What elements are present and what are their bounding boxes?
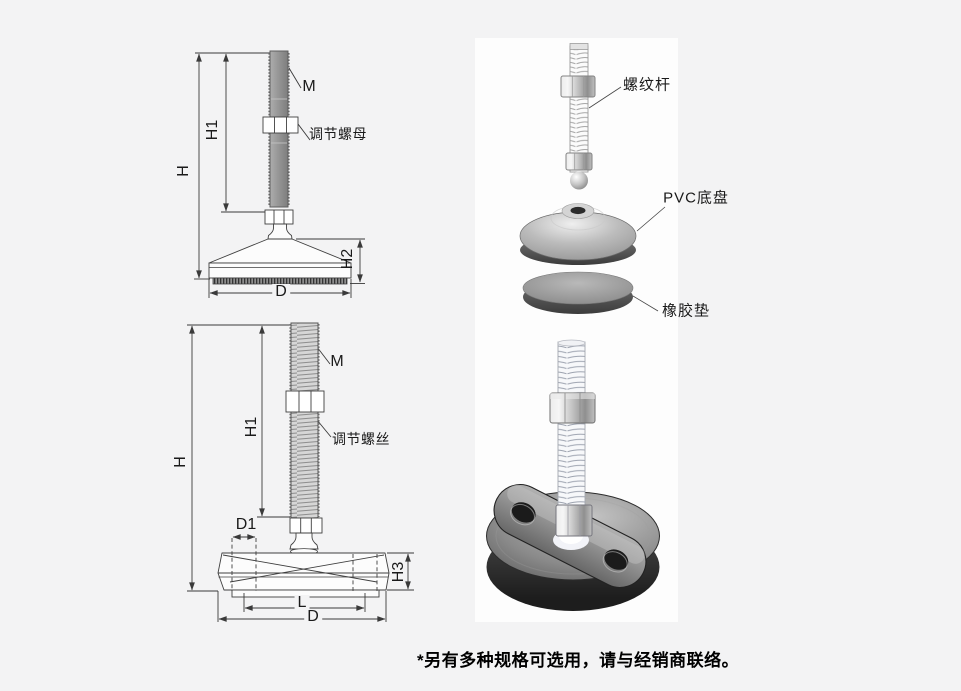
rod-bottom-drawing <box>289 322 320 519</box>
adjust-screw-nut-shape <box>285 390 325 413</box>
exploded-view <box>519 43 666 314</box>
label-adjust-nut: 调节螺母 <box>309 126 367 142</box>
dim-label-h2: H2 <box>339 248 356 270</box>
foot-base-top <box>208 238 352 285</box>
dim-label-d1: D1 <box>235 516 257 533</box>
adjust-nut-shape <box>262 116 299 134</box>
label-threaded-rod: 螺纹杆 <box>622 76 672 94</box>
panel-leader-lines <box>588 86 666 312</box>
dim-label-m-top: M <box>302 78 316 95</box>
dim-label-l: L <box>294 595 310 611</box>
drawing-bottom <box>187 322 414 622</box>
footnote: *另有多种规格可选用，请与经销商联络。 <box>417 651 740 670</box>
dim-label-h1-bottom: H1 <box>243 416 260 438</box>
threaded-rod-render <box>560 43 596 190</box>
rod-assembled-render <box>549 339 596 537</box>
label-rubber-pad: 橡胶垫 <box>661 302 711 320</box>
dim-label-m-bottom: M <box>330 353 344 370</box>
drawing-top <box>194 50 365 298</box>
label-adjust-screw: 调节螺丝 <box>332 431 390 447</box>
dim-label-h-bottom: H <box>172 456 189 468</box>
dim-label-d-bottom: D <box>304 609 322 625</box>
dim-label-h3: H3 <box>390 561 407 583</box>
dim-label-h1-top: H1 <box>204 119 221 141</box>
label-pvc-base: PVC底盘 <box>663 189 729 207</box>
assembled-view <box>486 339 660 611</box>
foot-neck-top <box>264 209 294 240</box>
foot-neck-bottom <box>289 517 323 555</box>
rubber-pad-render <box>522 271 634 314</box>
foot-base-bottom <box>217 538 390 598</box>
dim-label-d-top: D <box>272 284 290 300</box>
pvc-base-render <box>519 203 637 265</box>
dim-label-h-top: H <box>175 165 192 177</box>
